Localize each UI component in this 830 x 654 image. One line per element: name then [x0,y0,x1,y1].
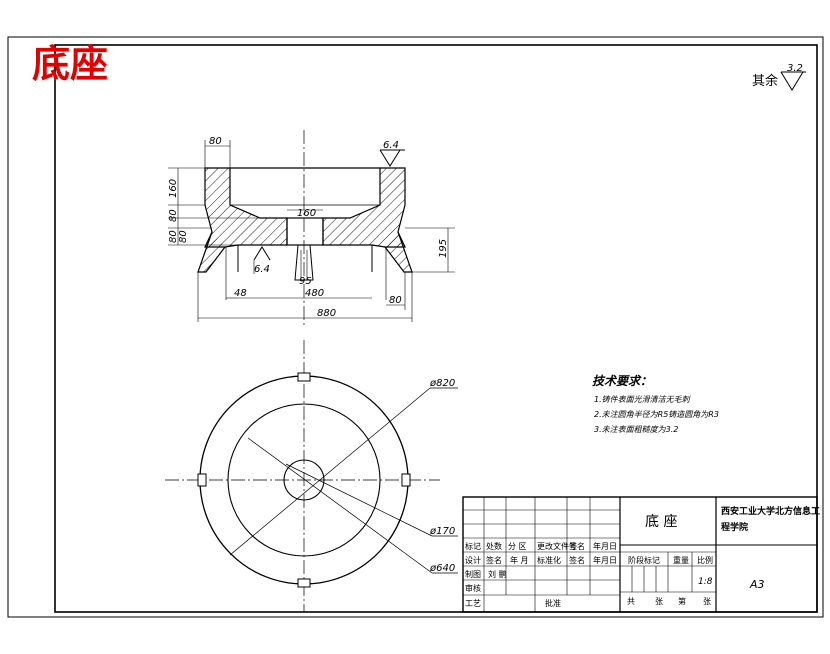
svg-text:160: 160 [297,208,316,219]
school-name-line2: 程学院 [721,521,748,533]
svg-text:A3: A3 [749,578,765,591]
svg-text:比例: 比例 [697,555,713,565]
svg-text:其余: 其余 [752,73,778,89]
svg-text:重量: 重量 [673,555,689,565]
svg-text:审核: 审核 [465,583,481,593]
svg-text:3.2: 3.2 [787,63,803,74]
svg-text:1.铸件表面光滑清洁无毛刺: 1.铸件表面光滑清洁无毛刺 [594,395,691,404]
section-view: 6.4 6.4 80 160 80 80 80 160 95 195 [168,130,455,325]
svg-text:分 区: 分 区 [508,542,527,551]
svg-text:195: 195 [438,239,449,258]
svg-text:ø640: ø640 [429,563,455,574]
svg-text:3.未注表面粗糙度为3.2: 3.未注表面粗糙度为3.2 [594,425,678,434]
svg-text:95: 95 [299,276,312,287]
svg-text:480: 480 [305,288,324,299]
svg-text:80: 80 [168,230,179,243]
svg-text:6.4: 6.4 [254,264,270,275]
outer-frame [7,36,824,618]
red-title: 底座 [32,41,108,86]
technical-requirements: 技术要求： 1.铸件表面光滑清洁无毛刺 2.未注圆角半径为R5铸造圆角为R3 3… [592,374,719,434]
svg-text:批准: 批准 [545,598,561,608]
roughness-note: 其余 3.2 [752,63,806,91]
svg-text:处数: 处数 [486,541,502,551]
svg-text:80: 80 [209,136,222,147]
svg-text:80: 80 [168,209,179,222]
svg-text:张: 张 [703,597,711,606]
svg-text:制图: 制图 [465,569,481,579]
svg-text:48: 48 [234,288,247,299]
svg-text:共: 共 [627,597,635,606]
svg-text:签名: 签名 [569,555,585,565]
svg-text:ø170: ø170 [429,526,455,537]
svg-text:技术要求：: 技术要求： [592,374,652,388]
svg-text:底 座: 底 座 [645,514,677,530]
inner-frame [54,44,818,613]
svg-text:标记: 标记 [465,541,481,551]
svg-text:签名: 签名 [569,541,585,551]
svg-text:6.4: 6.4 [383,140,399,151]
svg-text:设计: 设计 [465,555,481,565]
svg-text:标准化: 标准化 [537,555,561,565]
title-block: 标记 处数 分 区 更改文件号 签名 年月日 设计 签名 年 月 标准化 签名 … [462,496,823,613]
plan-view: ø820 ø170 ø640 [165,340,458,612]
svg-text:年 月: 年 月 [510,555,529,565]
svg-text:阶段标记: 阶段标记 [628,555,660,565]
svg-text:更改文件号: 更改文件号 [537,541,577,551]
school-name: 西安工业大学北方信息工 [721,505,820,517]
svg-text:2.未注圆角半径为R5铸造圆角为R3: 2.未注圆角半径为R5铸造圆角为R3 [594,410,719,419]
svg-text:西安工业大学北方信息工 程学院: 西安工业大学北方信息工 程学院 [721,505,823,533]
svg-text:80: 80 [178,230,189,243]
svg-text:160: 160 [168,179,179,198]
svg-text:880: 880 [317,308,336,319]
svg-text:签名: 签名 [486,555,502,565]
svg-text:第: 第 [678,596,686,606]
svg-text:1:8: 1:8 [698,577,713,587]
svg-text:工艺: 工艺 [465,599,481,608]
svg-text:张: 张 [655,597,663,606]
svg-text:ø820: ø820 [429,378,455,389]
svg-text:刘 鹏: 刘 鹏 [488,569,507,579]
svg-text:年月日: 年月日 [593,555,617,565]
svg-text:80: 80 [389,295,402,306]
svg-text:年月日: 年月日 [593,541,617,551]
